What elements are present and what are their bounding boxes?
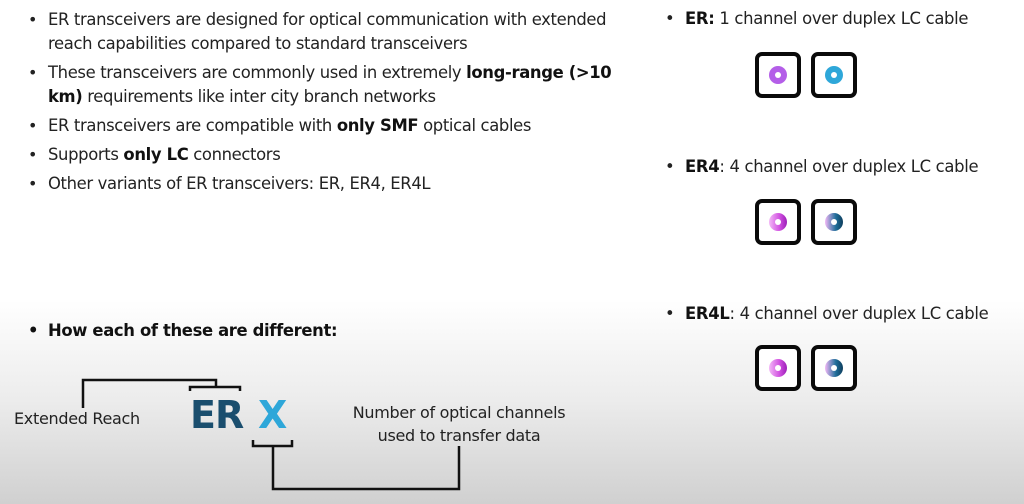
text-segment: optical cables: [418, 116, 532, 135]
bullet-item: These transceivers are commonly used in …: [28, 61, 628, 109]
port-left-icon: [755, 52, 801, 98]
bullet-item: Supports only LC connectors: [28, 143, 628, 167]
lc-duplex-port-icon: [755, 52, 857, 98]
variant-er4l: ER4L: 4 channel over duplex LC cable: [665, 304, 989, 323]
text-segment: These transceivers are commonly used in …: [48, 63, 467, 82]
variant-desc: : 4 channel over duplex LC cable: [729, 304, 989, 323]
difference-heading: How each of these are different:: [28, 321, 338, 340]
lc-duplex-port-icon: [755, 199, 857, 245]
port-right-icon: [811, 345, 857, 391]
fiber-ring-icon: [825, 213, 843, 231]
bold-text: only SMF: [336, 116, 419, 135]
fiber-ring-icon: [769, 213, 787, 231]
text-segment: ER transceivers are designed for optical…: [48, 10, 607, 53]
text-segment: Supports: [48, 145, 124, 164]
text-segment: requirements like inter city branch netw…: [82, 87, 436, 106]
variant-er: ER: 1 channel over duplex LC cable: [665, 9, 969, 28]
fiber-ring-icon: [769, 359, 787, 377]
variant-name: ER4L: [685, 304, 730, 323]
bullet-item: ER transceivers are designed for optical…: [28, 8, 628, 56]
channels-label-line2: used to transfer data: [377, 426, 541, 445]
text-segment: Other variants of ER transceivers: ER, E…: [48, 174, 431, 193]
variant-name: ER4: [685, 157, 720, 176]
channels-label-line1: Number of optical channels: [352, 403, 566, 422]
port-right-icon: [811, 52, 857, 98]
fiber-ring-icon: [769, 66, 787, 84]
lc-duplex-port-icon: [755, 345, 857, 391]
er-prefix: ER: [190, 393, 244, 437]
text-segment: ER transceivers are compatible with: [48, 116, 337, 135]
fiber-ring-icon: [825, 66, 843, 84]
port-left-icon: [755, 199, 801, 245]
er-bracket: [188, 385, 242, 391]
extended-reach-connector: [81, 378, 218, 408]
channels-connector: [271, 446, 461, 491]
fiber-ring-icon: [825, 359, 843, 377]
port-right-icon: [811, 199, 857, 245]
x-suffix: X: [258, 393, 288, 437]
channels-label: Number of optical channels used to trans…: [343, 401, 575, 447]
x-bracket: [251, 440, 294, 448]
port-left-icon: [755, 345, 801, 391]
bullet-item: ER transceivers are compatible with only…: [28, 114, 628, 138]
bold-text: only LC: [123, 145, 189, 164]
text-segment: connectors: [188, 145, 281, 164]
variant-desc: : 4 channel over duplex LC cable: [719, 157, 979, 176]
variant-name: ER:: [685, 9, 715, 28]
variant-desc: 1 channel over duplex LC cable: [714, 9, 969, 28]
variant-er4: ER4: 4 channel over duplex LC cable: [665, 157, 979, 176]
feature-bullet-list: ER transceivers are designed for optical…: [28, 8, 628, 201]
bold-text: long-range (>10 km): [48, 63, 612, 106]
bullet-item: Other variants of ER transceivers: ER, E…: [28, 172, 628, 196]
extended-reach-label: Extended Reach: [14, 409, 140, 428]
